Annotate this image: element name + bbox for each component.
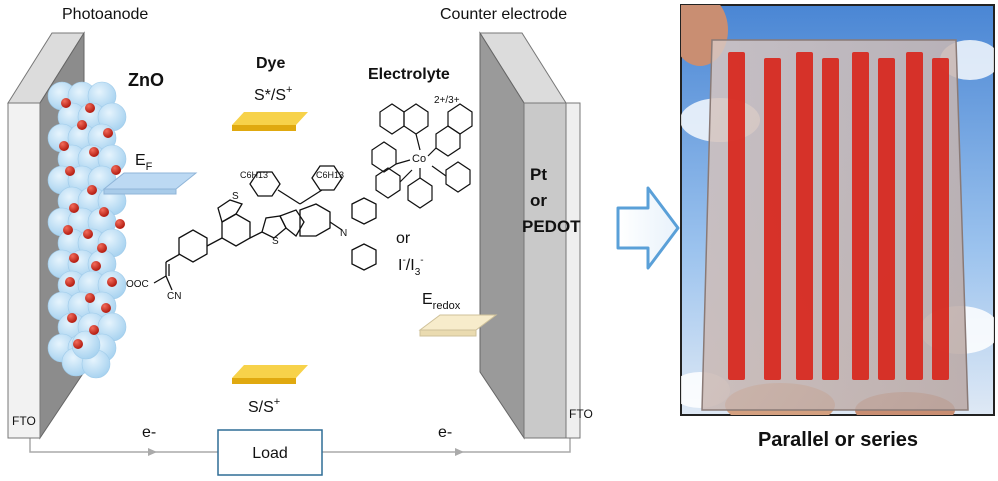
dye-particle — [67, 313, 77, 323]
pedot-label: PEDOT — [522, 217, 581, 236]
redox-level-bar — [418, 314, 498, 337]
dye-particle — [65, 166, 75, 176]
fermi-level-label: EF — [135, 152, 153, 173]
dye-hexyl-label-2: C6H13 — [316, 170, 344, 180]
dssc-module-photo — [680, 4, 995, 416]
fermi-level-bar — [102, 172, 198, 195]
dye-molecule-structure — [153, 165, 377, 291]
dye-particle — [91, 261, 101, 271]
electron-flow-arrow-left — [148, 448, 157, 456]
cell-stripe — [878, 58, 895, 380]
zno-nanoparticle-film — [47, 81, 127, 379]
cell-stripe — [906, 52, 923, 380]
dye-particle — [61, 98, 71, 108]
dye-ground-state-label: S/S+ — [248, 396, 280, 416]
dye-cell-stripes — [728, 52, 949, 380]
pt-label: Pt — [530, 165, 547, 184]
cell-stripe — [822, 58, 839, 380]
cell-stripe — [764, 58, 781, 380]
counter-electrode-label: Counter electrode — [440, 6, 567, 23]
zno-label: ZnO — [128, 70, 164, 90]
dye-particle — [69, 253, 79, 263]
electron-label-left: e- — [142, 424, 156, 441]
dye-thiophene-s-label: S — [272, 236, 279, 247]
cobalt-charge-label: 2+/3+ — [434, 95, 460, 106]
nanoparticle — [71, 330, 101, 360]
fto-label-left: FTO — [12, 414, 36, 428]
dye-particle — [97, 243, 107, 253]
dye-ground-level-bar — [232, 365, 308, 384]
dye-particle — [101, 303, 111, 313]
dye-particle — [107, 277, 117, 287]
dye-particle — [103, 128, 113, 138]
dye-particle — [63, 225, 73, 235]
counter-electrode — [479, 31, 581, 440]
dye-particle — [89, 147, 99, 157]
dye-cn-label: CN — [167, 291, 181, 302]
cell-stripe — [852, 52, 869, 380]
dye-particle — [69, 203, 79, 213]
dye-label: Dye — [256, 55, 285, 72]
right-arrow-icon — [616, 186, 680, 270]
cell-stripe — [796, 52, 813, 380]
external-circuit — [29, 438, 571, 456]
electrolyte-or-label: or — [396, 230, 411, 247]
cell-stripe — [932, 58, 949, 380]
dye-hexyl-label-1: C6H13 — [240, 170, 268, 180]
electron-flow-arrow-right — [455, 448, 464, 456]
fto-label-right: FTO — [569, 407, 593, 421]
dye-particle — [85, 293, 95, 303]
iodide-triiodide-label: I-/I3- — [398, 255, 424, 278]
dye-particle — [83, 229, 93, 239]
electron-label-right: e- — [438, 424, 452, 441]
cobalt-complex-structure — [371, 103, 473, 209]
dye-particle — [77, 120, 87, 130]
dye-particle — [85, 103, 95, 113]
redox-level-label: Eredox — [422, 291, 461, 312]
dye-particle — [99, 207, 109, 217]
load-box: Load — [217, 429, 323, 476]
dye-amine-n-label: N — [340, 228, 347, 239]
dye-thiadiazole-s-label: S — [232, 191, 239, 202]
dye-excited-level-bar — [232, 112, 308, 131]
dye-ooc-label: OOC — [126, 279, 149, 290]
parallel-series-label: Parallel or series — [758, 429, 918, 451]
load-label: Load — [252, 445, 288, 462]
dye-particle — [111, 165, 121, 175]
electrolyte-label: Electrolyte — [368, 66, 450, 83]
photoanode-label: Photoanode — [62, 6, 148, 23]
dye-particle — [65, 277, 75, 287]
dye-particle — [115, 219, 125, 229]
dye-excited-state-label: S*/S+ — [254, 84, 292, 104]
cell-stripe — [728, 52, 745, 380]
dye-particle — [89, 325, 99, 335]
dye-particle — [87, 185, 97, 195]
pt-or-label: or — [530, 191, 547, 210]
cobalt-atom-label: Co — [412, 153, 426, 165]
dye-particle — [73, 339, 83, 349]
dye-particle — [59, 141, 69, 151]
